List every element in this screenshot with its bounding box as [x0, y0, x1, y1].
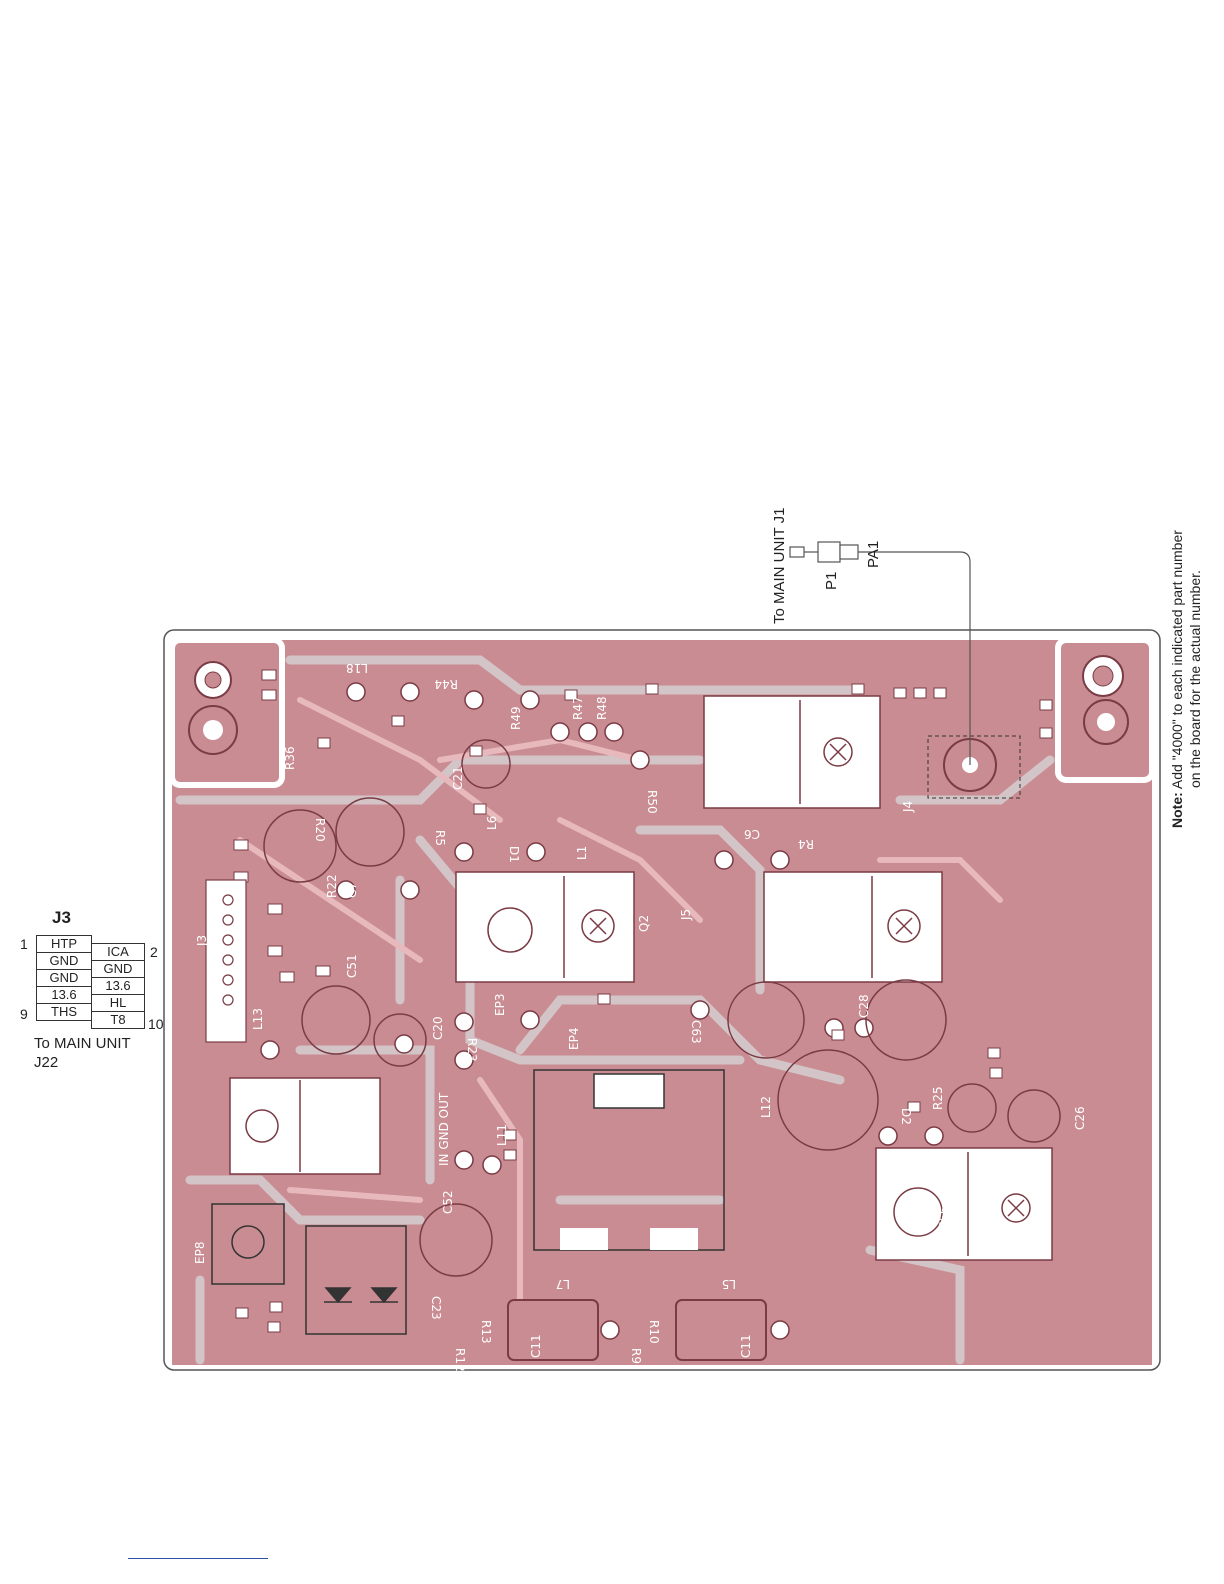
- label-c11a: C11: [529, 1334, 543, 1358]
- label-r10: R10: [647, 1320, 661, 1344]
- j3-destination-line2: J22: [34, 1054, 59, 1071]
- label-c21: C21: [451, 766, 465, 790]
- label-c28: C28: [857, 994, 871, 1018]
- diode-bridge: [305, 1225, 407, 1335]
- j3-right-pin: HL: [91, 994, 145, 1012]
- j3-destination-line1: To MAIN UNIT: [34, 1035, 131, 1052]
- label-j5: J5: [679, 909, 693, 921]
- j1-destination: To MAIN UNIT J1: [771, 507, 788, 624]
- capacitors: [263, 739, 1061, 1277]
- label-r13: R13: [479, 1320, 493, 1344]
- note-line1: Note: Add "4000" to each indicated part …: [1168, 530, 1186, 828]
- label-c6: C6: [744, 827, 760, 841]
- j3-pin-9: 9: [20, 1006, 28, 1022]
- label-ep3: EP3: [493, 994, 507, 1016]
- label-c23: C23: [429, 1296, 443, 1320]
- label-d2: D2: [899, 1108, 913, 1125]
- central-block: [533, 1069, 725, 1251]
- label-l1: L1: [575, 846, 589, 860]
- label-r48: R48: [595, 696, 609, 720]
- label-in-gnd-out: IN GND OUT: [437, 1092, 451, 1166]
- label-r20: R20: [313, 818, 327, 842]
- j3-left-pin: GND: [36, 969, 92, 987]
- label-r23: R23: [465, 1038, 479, 1062]
- regulator-module: [229, 1077, 381, 1175]
- label-ep4: EP4: [567, 1028, 581, 1050]
- mount-tab-left: [169, 637, 285, 788]
- label-l11: L11: [495, 1124, 509, 1146]
- module-c66: [875, 1147, 1053, 1261]
- j3-left-pin: HTP: [36, 935, 92, 953]
- label-l6: L6: [485, 816, 499, 830]
- silk-labels: C65 Q2 C66 IN GND OUT J3 J4 J5 L18 R36 R…: [193, 661, 1087, 1372]
- j3-pin-2: 2: [150, 944, 158, 960]
- mount-tab-right: [1055, 637, 1155, 783]
- label-r4: R4: [798, 837, 814, 851]
- label-c65: C65: [541, 912, 555, 936]
- white-pads-bottom: [560, 1228, 698, 1250]
- label-c26: C26: [1073, 1106, 1087, 1130]
- j3-left-pin: 13.6: [36, 986, 92, 1004]
- j3-left-pin: GND: [36, 952, 92, 970]
- module-right-mid: [763, 871, 943, 983]
- j3-right-pin: 13.6: [91, 977, 145, 995]
- label-c51: C51: [345, 954, 359, 978]
- pa1-label: PA1: [865, 540, 882, 568]
- label-l12: L12: [759, 1096, 773, 1118]
- label-l18: L18: [346, 661, 368, 675]
- label-r5: R5: [433, 830, 447, 846]
- label-r44: R44: [434, 677, 458, 691]
- label-c66: C66: [937, 1206, 951, 1230]
- label-r22: R22: [325, 874, 339, 898]
- note-prefix: Note:: [1169, 792, 1185, 828]
- inductor-l5: [675, 1299, 767, 1361]
- note-text-1: Add "4000" to each indicated part number: [1169, 530, 1185, 793]
- module-c65: [455, 871, 635, 983]
- j3-right-pin: T8: [91, 1011, 145, 1029]
- mounting-hole-tr: [1082, 655, 1129, 745]
- label-d1: D1: [507, 846, 521, 863]
- traces: [175, 655, 1055, 1365]
- mounting-hole-tl: [188, 661, 238, 755]
- pa1-cable: [789, 541, 971, 765]
- label-q2: Q2: [637, 915, 651, 932]
- label-j4: J4: [901, 801, 915, 813]
- note-line2: on the board for the actual number.: [1187, 570, 1203, 789]
- label-l7: L7: [556, 1277, 570, 1291]
- p1-label: P1: [823, 571, 840, 590]
- label-c20: C20: [431, 1016, 445, 1040]
- label-r36: R36: [283, 746, 297, 770]
- ep8-pad: [211, 1203, 285, 1285]
- pads: [260, 682, 944, 1340]
- j3-pin-1: 1: [20, 936, 28, 952]
- label-j3: J3: [195, 935, 209, 947]
- j3-board-header: [205, 879, 247, 1043]
- label-r9: R9: [629, 1348, 643, 1364]
- label-l13: L13: [251, 1008, 265, 1030]
- label-r49: R49: [509, 706, 523, 730]
- footer-rule: [128, 1558, 268, 1559]
- part-number-note: Note: Add "4000" to each indicated part …: [1168, 530, 1204, 828]
- j3-title: J3: [52, 908, 71, 927]
- module-q-top: [703, 695, 881, 809]
- label-ep8: EP8: [193, 1242, 207, 1264]
- label-r25: R25: [931, 1086, 945, 1110]
- label-r47: R47: [571, 696, 585, 720]
- label-l5: L5: [722, 1277, 736, 1291]
- inductor-l7: [507, 1299, 599, 1361]
- j3-left-pin: THS: [36, 1003, 92, 1021]
- j3-destination: To MAIN UNIT J22: [34, 1034, 131, 1072]
- j3-right-pin: ICA: [91, 943, 145, 961]
- label-c7: C7: [345, 882, 359, 898]
- label-c52: C52: [441, 1190, 455, 1214]
- j3-right-pin: GND: [91, 960, 145, 978]
- label-r50: R50: [645, 790, 659, 814]
- label-c63: C63: [689, 1020, 703, 1044]
- label-c11b: C11: [739, 1334, 753, 1358]
- j3-pin-10: 10: [148, 1016, 164, 1032]
- smd-parts: [233, 669, 1053, 1333]
- label-r12: R12: [453, 1348, 467, 1372]
